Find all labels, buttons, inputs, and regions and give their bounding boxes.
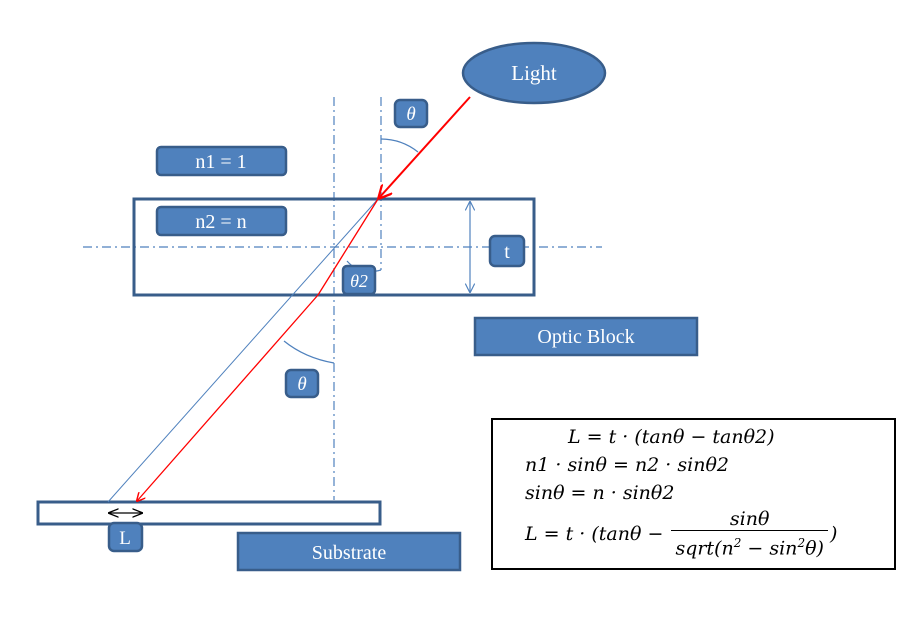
den-mid: − sin	[741, 537, 798, 560]
formula-4-suffix: )	[829, 523, 838, 546]
formula-line-1: L = t · (tanθ − tanθ2)	[568, 426, 775, 448]
substrate-text: Substrate	[312, 542, 387, 564]
light-source: Light	[461, 41, 607, 105]
formula-box: L = t · (tanθ − tanθ2) n1 · sinθ = n2 · …	[491, 418, 896, 570]
formula-4-fraction: sinθ sqrt(n2 − sin2θ)	[671, 508, 828, 560]
n2-label: n2 = n	[155, 205, 288, 237]
formula-4-denominator: sqrt(n2 − sin2θ)	[671, 530, 828, 560]
n1-text: n1 = 1	[195, 151, 246, 173]
offset-L-text: L	[119, 528, 131, 549]
theta-incident-arc	[380, 138, 419, 153]
den-pre: sqrt(n	[675, 537, 734, 560]
theta-exit-label: θ	[284, 368, 320, 399]
light-label: Light	[511, 61, 557, 85]
substrate-plate	[36, 500, 382, 526]
theta-exit-text: θ	[297, 374, 306, 395]
den-sup2: 2	[797, 536, 806, 550]
formula-line-4: L = t · (tanθ − sinθ sqrt(n2 − sin2θ) )	[525, 508, 837, 560]
n1-label: n1 = 1	[155, 145, 288, 177]
offset-L-label: L	[107, 521, 144, 553]
theta-incident-text: θ	[406, 104, 415, 125]
undeviated-path-line	[107, 198, 379, 503]
formula-line-3: sinθ = n · sinθ2	[525, 482, 675, 504]
formula-4-prefix: L = t · (tanθ −	[525, 523, 664, 546]
exit-ray	[137, 294, 319, 501]
theta2-label: θ2	[341, 264, 377, 296]
refracted-ray	[317, 198, 379, 296]
incident-ray	[379, 96, 471, 198]
theta-exit-arc	[283, 340, 335, 364]
den-sup1: 2	[733, 536, 742, 550]
optic-block-label: Optic Block	[473, 316, 699, 357]
formula-line-2: n1 · sinθ = n2 · sinθ2	[525, 454, 729, 476]
substrate-label: Substrate	[236, 531, 462, 572]
thickness-text: t	[504, 241, 510, 263]
optic-block-text: Optic Block	[537, 326, 634, 348]
optic-block	[132, 197, 536, 297]
formula-4-numerator: sinθ	[729, 508, 770, 530]
den-post: θ)	[805, 537, 824, 560]
thickness-label: t	[488, 234, 526, 268]
theta2-text: θ2	[350, 271, 368, 291]
theta-incident-label: θ	[393, 98, 429, 129]
n2-text: n2 = n	[195, 211, 246, 233]
